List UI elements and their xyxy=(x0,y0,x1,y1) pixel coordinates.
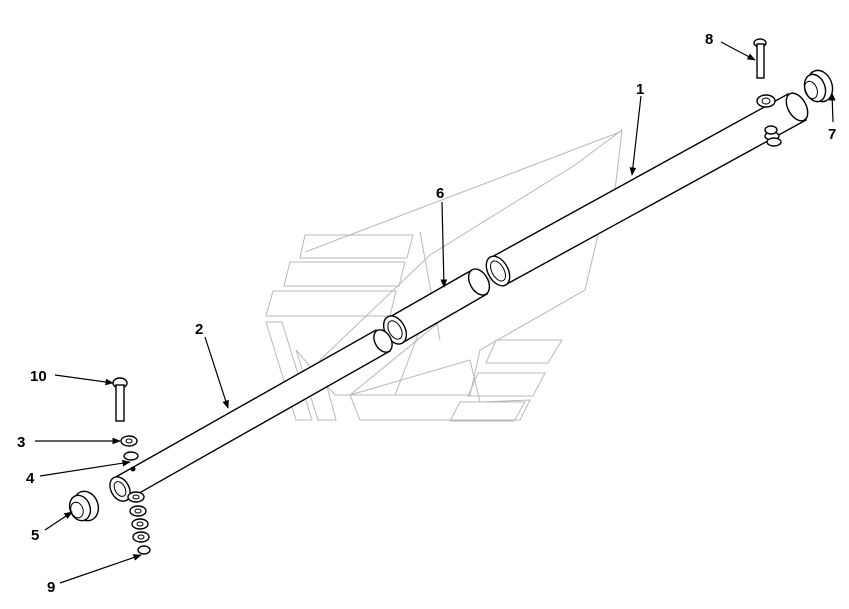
callout-8: 8 xyxy=(705,31,713,48)
callout-4: 4 xyxy=(26,470,35,487)
bolt-part-8 xyxy=(753,38,767,79)
callout-3: 3 xyxy=(17,434,25,451)
end-cap-part-7 xyxy=(803,69,834,103)
washer-part-3 xyxy=(120,435,138,447)
callout-10: 10 xyxy=(30,368,47,385)
callout-2: 2 xyxy=(195,321,203,338)
watermark-logo xyxy=(265,128,623,422)
callout-6: 6 xyxy=(436,185,444,202)
leader-lines xyxy=(35,41,836,584)
tube-part-1 xyxy=(485,92,809,287)
washer-stack-part-9 xyxy=(127,491,151,555)
callout-7: 7 xyxy=(828,126,836,143)
callout-9: 9 xyxy=(47,579,55,596)
bolt-part-10 xyxy=(112,377,128,422)
callout-5: 5 xyxy=(31,527,39,544)
callout-1: 1 xyxy=(636,81,644,98)
end-cap-part-5 xyxy=(68,490,100,522)
sleeve-part-6 xyxy=(382,268,491,345)
tube-part-2 xyxy=(109,329,393,502)
washer-part-4 xyxy=(123,451,139,472)
